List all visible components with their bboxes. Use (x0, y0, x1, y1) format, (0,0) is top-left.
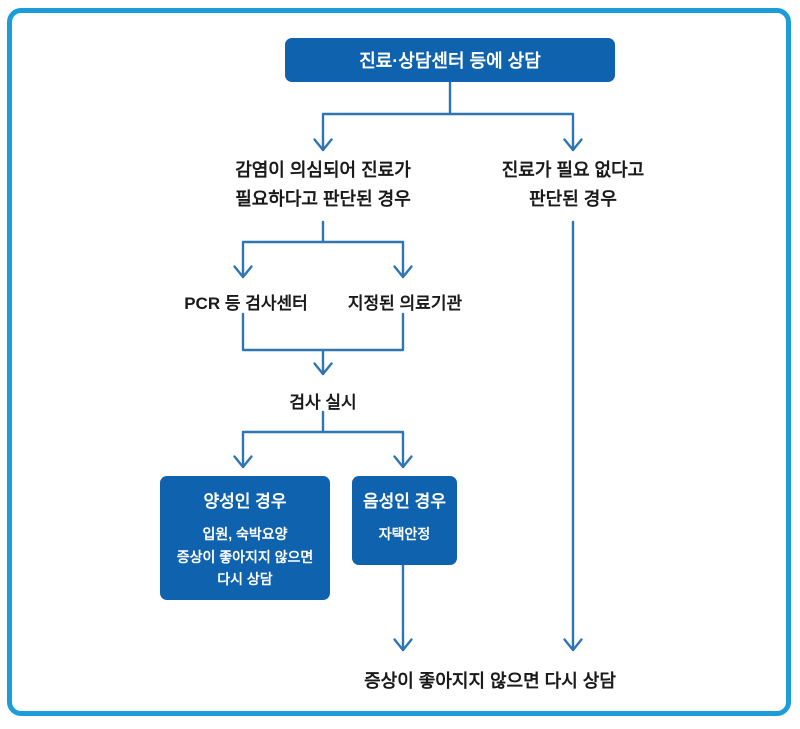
node-consult-center-label: 진료·상담센터 등에 상담 (359, 51, 541, 71)
node-positive-case: 양성인 경우 입원, 숙박요양 증상이 좋아지지 않으면 다시 상담 (160, 476, 330, 600)
node-negative-title: 음성인 경우 (363, 492, 446, 511)
connector-left-branch-split (233, 220, 413, 279)
arrowhead-down-icon (563, 138, 583, 152)
arrowhead-down-icon (313, 362, 333, 376)
arrowhead-down-icon (563, 638, 583, 652)
arrowhead-down-icon (233, 455, 253, 469)
label-no-treatment-needed-line1: 진료가 필요 없다고 (501, 160, 645, 180)
node-negative-body: 자택안정 (352, 523, 457, 546)
node-consult-center: 진료·상담센터 등에 상담 (285, 38, 615, 82)
label-consult-again: 증상이 좋아지지 않으면 다시 상담 (364, 671, 616, 691)
arrowhead-down-icon (393, 455, 413, 469)
arrowhead-down-icon (233, 265, 253, 279)
outer-border (7, 8, 791, 716)
label-conduct-test: 검사 실시 (289, 393, 357, 412)
label-needs-treatment-line1: 감염이 의심되어 진료가 (235, 160, 411, 180)
node-positive-line1: 입원, 숙박요양 (202, 526, 288, 542)
arrowhead-down-icon (393, 638, 413, 652)
label-needs-treatment-line2: 필요하다고 판단된 경우 (235, 189, 411, 209)
node-negative-case: 음성인 경우 자택안정 (352, 476, 457, 565)
node-positive-title: 양성인 경우 (203, 492, 287, 511)
arrowhead-down-icon (313, 138, 333, 152)
connector-start-split (313, 80, 583, 152)
label-no-treatment-needed: 진료가 필요 없다고 판단된 경우 (433, 156, 713, 214)
label-needs-treatment: 감염이 의심되어 진료가 필요하다고 판단된 경우 (163, 156, 483, 214)
label-pcr-test-center: PCR 등 검사센터 (184, 294, 308, 313)
connector-negative-to-bottom (393, 563, 413, 652)
connector-right-branch-to-bottom (563, 220, 583, 652)
arrowhead-down-icon (393, 265, 413, 279)
connector-test-split (233, 410, 413, 469)
label-designated-institution: 지정된 의료기관 (347, 294, 463, 313)
connector-merge-to-test (241, 312, 405, 376)
node-positive-line2: 증상이 좋아지지 않으면 (176, 548, 314, 565)
label-no-treatment-needed-line2: 판단된 경우 (529, 189, 617, 209)
node-negative-line1: 자택안정 (378, 526, 431, 542)
node-positive-body: 입원, 숙박요양 증상이 좋아지지 않으면 다시 상담 (160, 523, 330, 591)
node-positive-line3: 다시 상담 (217, 571, 273, 587)
